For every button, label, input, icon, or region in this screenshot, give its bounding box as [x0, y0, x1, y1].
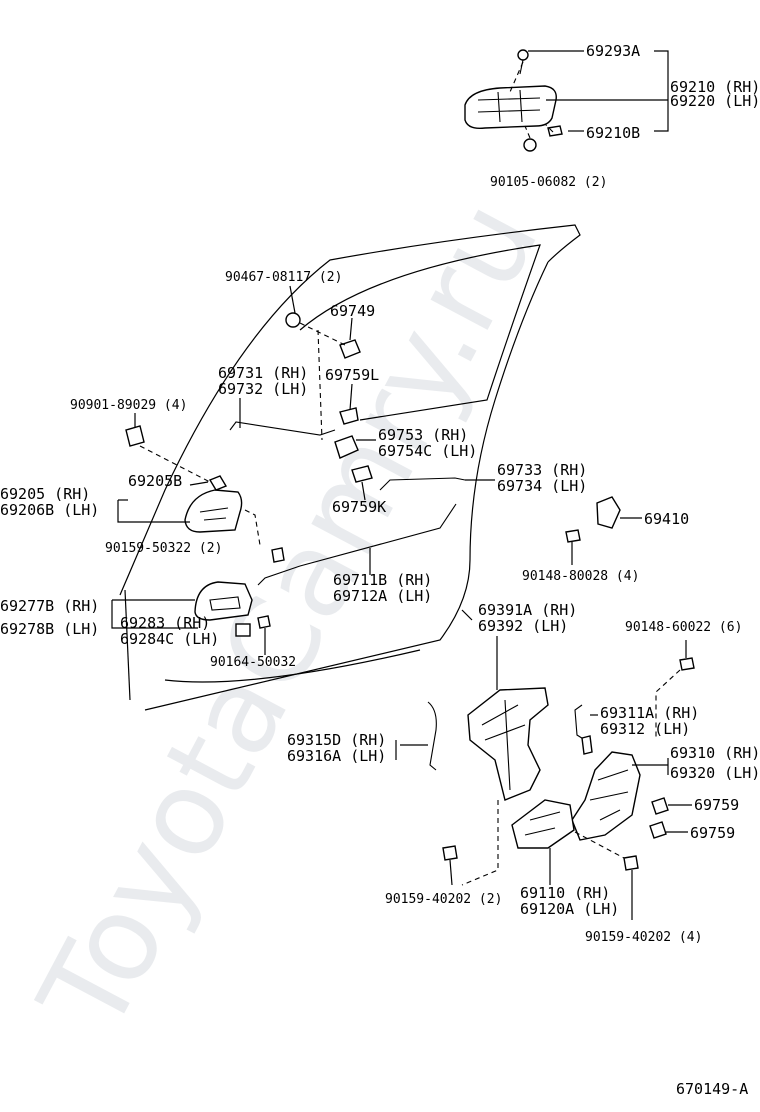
label-69315D: 69315D (RH)	[287, 731, 386, 749]
striker-69410[interactable]	[596, 496, 621, 529]
label-69753: 69753 (RH)	[378, 426, 468, 444]
label-69205: 69205 (RH)	[0, 485, 90, 503]
label-69210B: 69210B	[586, 124, 640, 142]
label-69110: 69110 (RH)	[520, 884, 610, 902]
label-90159-40202-b: 90159-40202 (4)	[585, 930, 702, 945]
label-69410: 69410	[644, 510, 689, 528]
label-90901-89029: 90901-89029 (4)	[70, 398, 187, 413]
clip-69759-a[interactable]	[651, 797, 669, 815]
label-69293A: 69293A	[586, 42, 640, 60]
label-69320: 69320 (LH)	[670, 764, 760, 782]
door-lock-69310[interactable]	[571, 751, 641, 841]
label-69205B: 69205B	[128, 472, 182, 490]
actuator-69110[interactable]	[511, 799, 575, 849]
clip-69759L[interactable]	[339, 407, 359, 425]
lock-assembly-69391A[interactable]	[467, 687, 549, 801]
clip-90467[interactable]	[285, 312, 301, 328]
label-69749: 69749	[330, 302, 375, 320]
label-90148-60022: 90148-60022 (6)	[625, 620, 742, 635]
clip-69753[interactable]	[334, 435, 359, 459]
label-69711B: 69711B (RH)	[333, 571, 432, 589]
diagram-id: 670149-A	[676, 1080, 748, 1098]
rod-69315D[interactable]	[427, 701, 437, 771]
label-69220: 69220 (LH)	[670, 92, 760, 110]
label-69759K: 69759K	[332, 498, 386, 516]
rod-69731[interactable]	[229, 421, 336, 436]
label-69310: 69310 (RH)	[670, 744, 760, 762]
screw-90164[interactable]	[257, 615, 271, 629]
label-69277B: 69277B (RH)	[0, 597, 99, 615]
label-90159-50322: 90159-50322 (2)	[105, 541, 222, 556]
label-69733: 69733 (RH)	[497, 461, 587, 479]
screw-90148-80028[interactable]	[565, 529, 581, 543]
cushion-90901[interactable]	[125, 425, 145, 447]
label-90148-80028: 90148-80028 (4)	[522, 569, 639, 584]
label-69284C: 69284C (LH)	[120, 630, 219, 648]
cover-69283[interactable]	[235, 623, 251, 637]
clip-69759-b[interactable]	[649, 821, 667, 839]
screw-90159-40202-a[interactable]	[442, 845, 458, 861]
label-69391A: 69391A (RH)	[478, 601, 577, 619]
label-69754C: 69754C (LH)	[378, 442, 477, 460]
label-69734: 69734 (LH)	[497, 477, 587, 495]
label-69210: 69210 (RH)	[670, 78, 760, 96]
screw-90159-50322[interactable]	[271, 547, 285, 563]
inside-handle-69205[interactable]	[184, 489, 243, 533]
remote-handle-69277B[interactable]	[194, 581, 253, 621]
screw-90159-40202-b[interactable]	[623, 855, 639, 871]
label-69278B: 69278B (LH)	[0, 620, 99, 638]
door-outline	[119, 224, 581, 711]
label-90159-40202-a: 90159-40202 (2)	[385, 892, 502, 907]
bezel-69205B[interactable]	[208, 475, 228, 491]
label-69731: 69731 (RH)	[218, 364, 308, 382]
outside-handle-group	[464, 49, 563, 152]
label-69759-a: 69759	[694, 796, 739, 814]
label-69732: 69732 (LH)	[218, 380, 308, 398]
label-69759-b: 69759	[690, 824, 735, 842]
label-69392: 69392 (LH)	[478, 617, 568, 635]
label-69712A: 69712A (LH)	[333, 587, 432, 605]
label-90164-50032: 90164-50032	[210, 655, 296, 670]
label-69312: 69312 (LH)	[600, 720, 690, 738]
label-69759L: 69759L	[325, 366, 379, 384]
rod-69711B[interactable]	[257, 503, 457, 586]
label-69120A: 69120A (LH)	[520, 900, 619, 918]
clip-69759K[interactable]	[351, 465, 373, 483]
rod-69311A[interactable]	[574, 704, 586, 741]
label-69316A: 69316A (LH)	[287, 747, 386, 765]
label-69311A: 69311A (RH)	[600, 704, 699, 722]
label-69283: 69283 (RH)	[120, 614, 210, 632]
rod-69733[interactable]	[379, 477, 466, 491]
label-90105-06082: 90105-06082 (2)	[490, 175, 607, 190]
label-90467-08117: 90467-08117 (2)	[225, 270, 342, 285]
screw-90148-60022[interactable]	[679, 657, 695, 671]
outside-handle[interactable]	[464, 85, 557, 130]
label-69206B: 69206B (LH)	[0, 501, 99, 519]
